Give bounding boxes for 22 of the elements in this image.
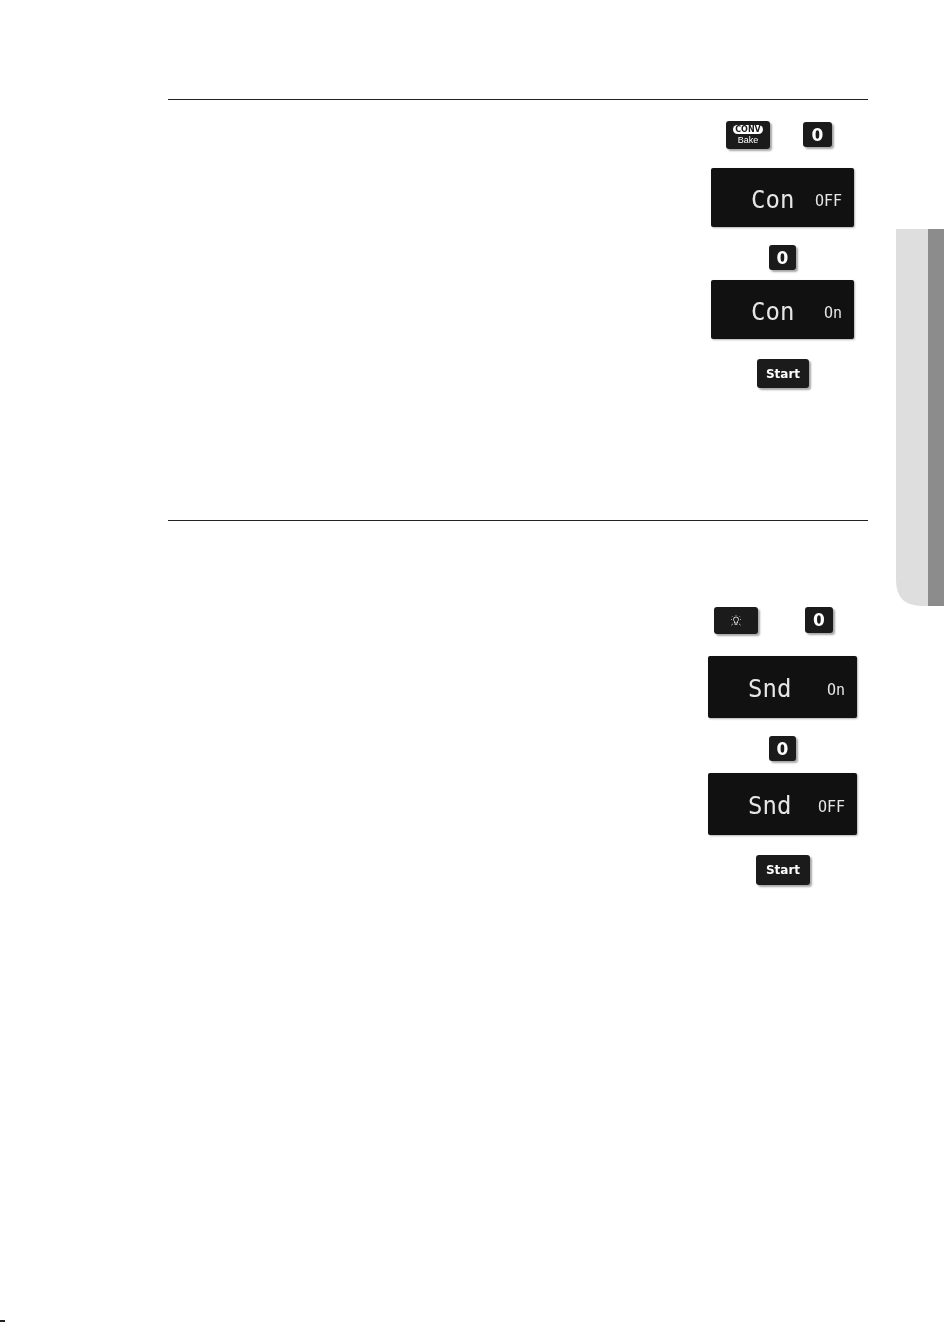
mode-readout: Con <box>751 300 795 324</box>
lcd-display <box>708 656 857 718</box>
light-button <box>714 607 758 634</box>
mode-badge: CONV <box>733 125 763 134</box>
lcd-display <box>708 773 857 835</box>
status-readout: OFF <box>814 194 842 209</box>
status-readout: On <box>826 683 845 698</box>
mode-readout: Con <box>751 188 795 212</box>
number-key: 0 <box>769 245 796 270</box>
lcd-display <box>711 280 854 339</box>
mode-readout: Snd <box>748 677 792 701</box>
start-button: Start <box>756 855 810 885</box>
mode-button <box>726 121 770 149</box>
start-button: Start <box>757 359 809 388</box>
lcd-display <box>711 168 854 227</box>
number-key: 0 <box>805 607 833 633</box>
status-readout: On <box>823 306 842 321</box>
button-label: Bake <box>737 135 759 145</box>
mode-readout: Snd <box>748 794 792 818</box>
number-key: 0 <box>803 122 832 147</box>
number-key: 0 <box>769 736 796 761</box>
status-readout: OFF <box>817 800 845 815</box>
